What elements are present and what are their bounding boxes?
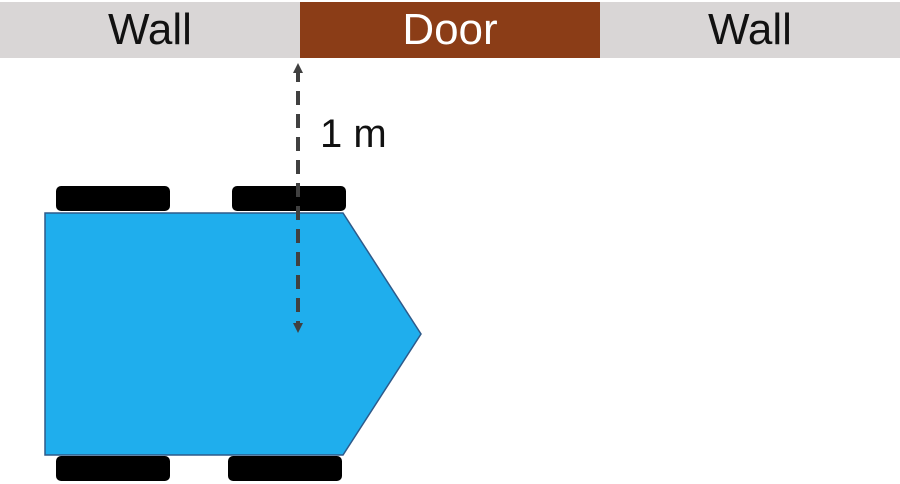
distance-label: 1 m xyxy=(320,112,387,156)
wall-right: Wall xyxy=(600,2,900,58)
wall-left-label: Wall xyxy=(108,5,192,54)
wheel-front-right xyxy=(56,456,170,481)
wall-left: Wall xyxy=(0,2,300,58)
wheel-front-left xyxy=(56,186,170,211)
robot-body xyxy=(44,212,422,456)
wheel-rear-right xyxy=(228,456,342,481)
wall-right-label: Wall xyxy=(708,5,792,54)
door: Door xyxy=(300,2,600,58)
wheel-rear-left xyxy=(232,186,346,211)
door-label: Door xyxy=(402,5,498,54)
